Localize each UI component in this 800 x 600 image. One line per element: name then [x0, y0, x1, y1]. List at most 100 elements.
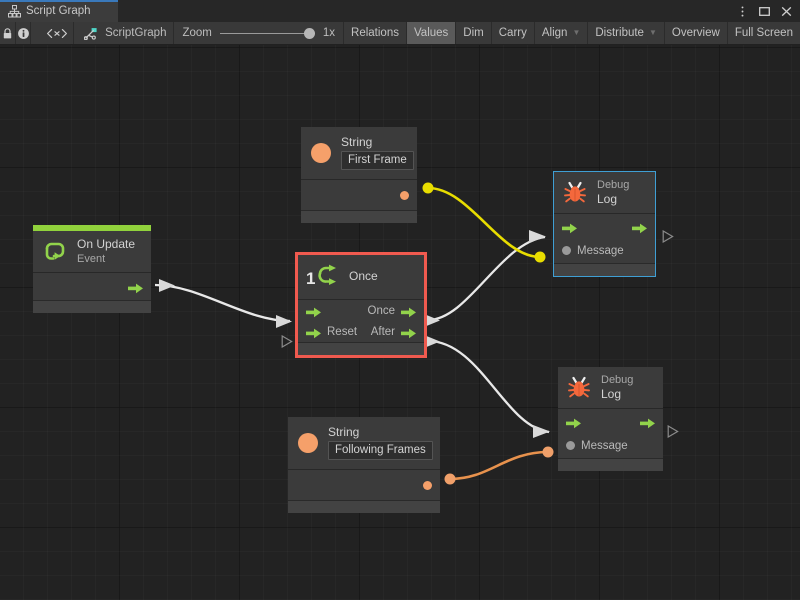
port-value-output[interactable] [423, 480, 432, 490]
chevron-down-icon: ▼ [648, 28, 657, 37]
node-once[interactable]: 1 Once [295, 252, 427, 358]
flow-arrow-icon [306, 326, 321, 339]
wire-endpoint-string-following-out [444, 473, 456, 485]
zoom-slider-track [219, 32, 315, 34]
port-flow-output[interactable] [128, 281, 143, 294]
port-row-flow[interactable] [554, 214, 655, 238]
port-flow-output[interactable] [632, 221, 647, 234]
wire-arrow-after-out [424, 335, 440, 348]
node-debug-log-bottom[interactable]: Debug Log [558, 367, 663, 472]
port-flow-output-once[interactable]: Once [368, 305, 416, 318]
tab-script-graph[interactable]: Script Graph [0, 0, 118, 22]
lock-button[interactable] [0, 22, 16, 44]
port-row-flow-out[interactable] [33, 273, 151, 300]
port-row-message[interactable]: Message [554, 238, 655, 263]
node-title: On Update [77, 237, 136, 251]
toolbar-button-full-screen[interactable]: Full Screen [734, 27, 793, 39]
port-flow-input-reset[interactable]: Reset [306, 325, 358, 339]
node-on-update[interactable]: On Update Event [33, 225, 151, 314]
graph-name-label: ScriptGraph [105, 27, 167, 39]
port-flow-input[interactable] [566, 416, 581, 429]
node-header: String Following Frames [288, 417, 440, 471]
flow-arrow-icon [640, 416, 655, 429]
zoom-label: Zoom [182, 27, 212, 39]
zoom-slider-knob[interactable] [303, 27, 315, 39]
wire-arrow-once-in [276, 315, 292, 328]
node-title: String [341, 135, 373, 149]
debuglog-top-output-connector-icon[interactable] [662, 229, 674, 244]
node-subtitle: Debug [601, 374, 634, 386]
close-icon[interactable] [780, 5, 793, 18]
node-title: Log [601, 386, 622, 401]
port-row-message[interactable]: Message [558, 433, 663, 458]
port-row-flow[interactable] [558, 409, 663, 433]
reset-port-connector-icon[interactable] [281, 334, 293, 349]
bug-icon [562, 180, 588, 206]
toolbar-button-dim[interactable]: Dim [456, 22, 492, 44]
toolbar-button-align[interactable]: Align ▼ [535, 22, 589, 44]
flow-arrow-icon [562, 221, 577, 234]
node-body [301, 180, 417, 211]
port-flow-output-after[interactable]: After [371, 326, 416, 339]
port-value-input-message[interactable]: Message [562, 245, 624, 257]
info-icon [17, 27, 30, 40]
node-header: 1 Once [298, 255, 424, 300]
node-string-first-frame[interactable]: String First Frame [301, 127, 417, 224]
port-value-output[interactable] [400, 190, 409, 200]
flow-arrow-icon [566, 416, 581, 429]
flow-arrow-icon [632, 221, 647, 234]
node-footer [554, 263, 655, 277]
node-header-text: Once [349, 269, 378, 284]
node-header: Debug Log [554, 172, 655, 215]
graph-canvas[interactable]: On Update Event [0, 45, 800, 600]
toolbar-button-values[interactable]: Values [406, 22, 457, 44]
string-value-input[interactable]: First Frame [341, 150, 414, 171]
node-accent-bar [33, 225, 151, 231]
wire-endpoint-message-bottom-in [542, 446, 554, 458]
port-flow-input[interactable] [306, 305, 321, 318]
kebab-menu-icon[interactable] [736, 5, 749, 18]
port-flow-input[interactable] [562, 221, 577, 234]
toolbar-button-relations[interactable]: Relations [344, 22, 407, 44]
node-header-text: String First Frame [341, 135, 414, 171]
maximize-icon[interactable] [758, 5, 771, 18]
node-body: Message [558, 409, 663, 459]
node-body [33, 273, 151, 301]
wire-after-to-debuglog-bottom [427, 339, 550, 434]
node-footer [33, 300, 151, 314]
node-debug-log-top[interactable]: Debug Log [553, 170, 656, 278]
wire-arrow-onupdate-out [159, 279, 175, 292]
port-label-reset: Reset [327, 325, 358, 338]
port-row-once[interactable]: Once [298, 300, 424, 321]
toolbar-button-carry[interactable]: Carry [492, 22, 535, 44]
info-button[interactable] [16, 22, 32, 44]
zoom-slider[interactable] [219, 27, 315, 40]
value-port-dot-icon [566, 441, 575, 451]
port-row-value-out[interactable] [301, 180, 417, 210]
node-header-text: Debug Log [597, 179, 629, 206]
graph-name-cell[interactable]: ScriptGraph [74, 22, 175, 44]
string-value-input[interactable]: Following Frames [328, 440, 433, 461]
zoom-control[interactable]: Zoom 1x [174, 22, 345, 44]
port-row-value-out[interactable] [288, 470, 440, 500]
event-loop-icon [42, 239, 68, 265]
wire-string-following-to-message [449, 450, 549, 481]
string-value-icon [310, 142, 332, 164]
port-row-reset-after[interactable]: Reset After [298, 321, 424, 342]
port-flow-output[interactable] [640, 416, 655, 429]
node-header: On Update Event [33, 231, 151, 274]
toolbar-button-distribute[interactable]: Distribute ▼ [588, 22, 665, 44]
node-body: Once [298, 300, 424, 342]
toolbar-button-overview[interactable]: Overview [665, 22, 728, 44]
code-view-button[interactable] [31, 22, 75, 44]
tab-label: Script Graph [26, 5, 91, 17]
wire-onupdate-to-once [154, 283, 291, 323]
port-value-input-message[interactable]: Message [566, 440, 628, 452]
once-counter-icon: 1 [306, 264, 340, 290]
code-brackets-icon [46, 27, 67, 40]
debuglog-bottom-output-connector-icon[interactable] [667, 424, 679, 439]
node-string-following-frames[interactable]: String Following Frames [288, 417, 440, 514]
value-port-dot-icon [400, 190, 409, 200]
wire-endpoint-message-top-in [534, 251, 546, 263]
